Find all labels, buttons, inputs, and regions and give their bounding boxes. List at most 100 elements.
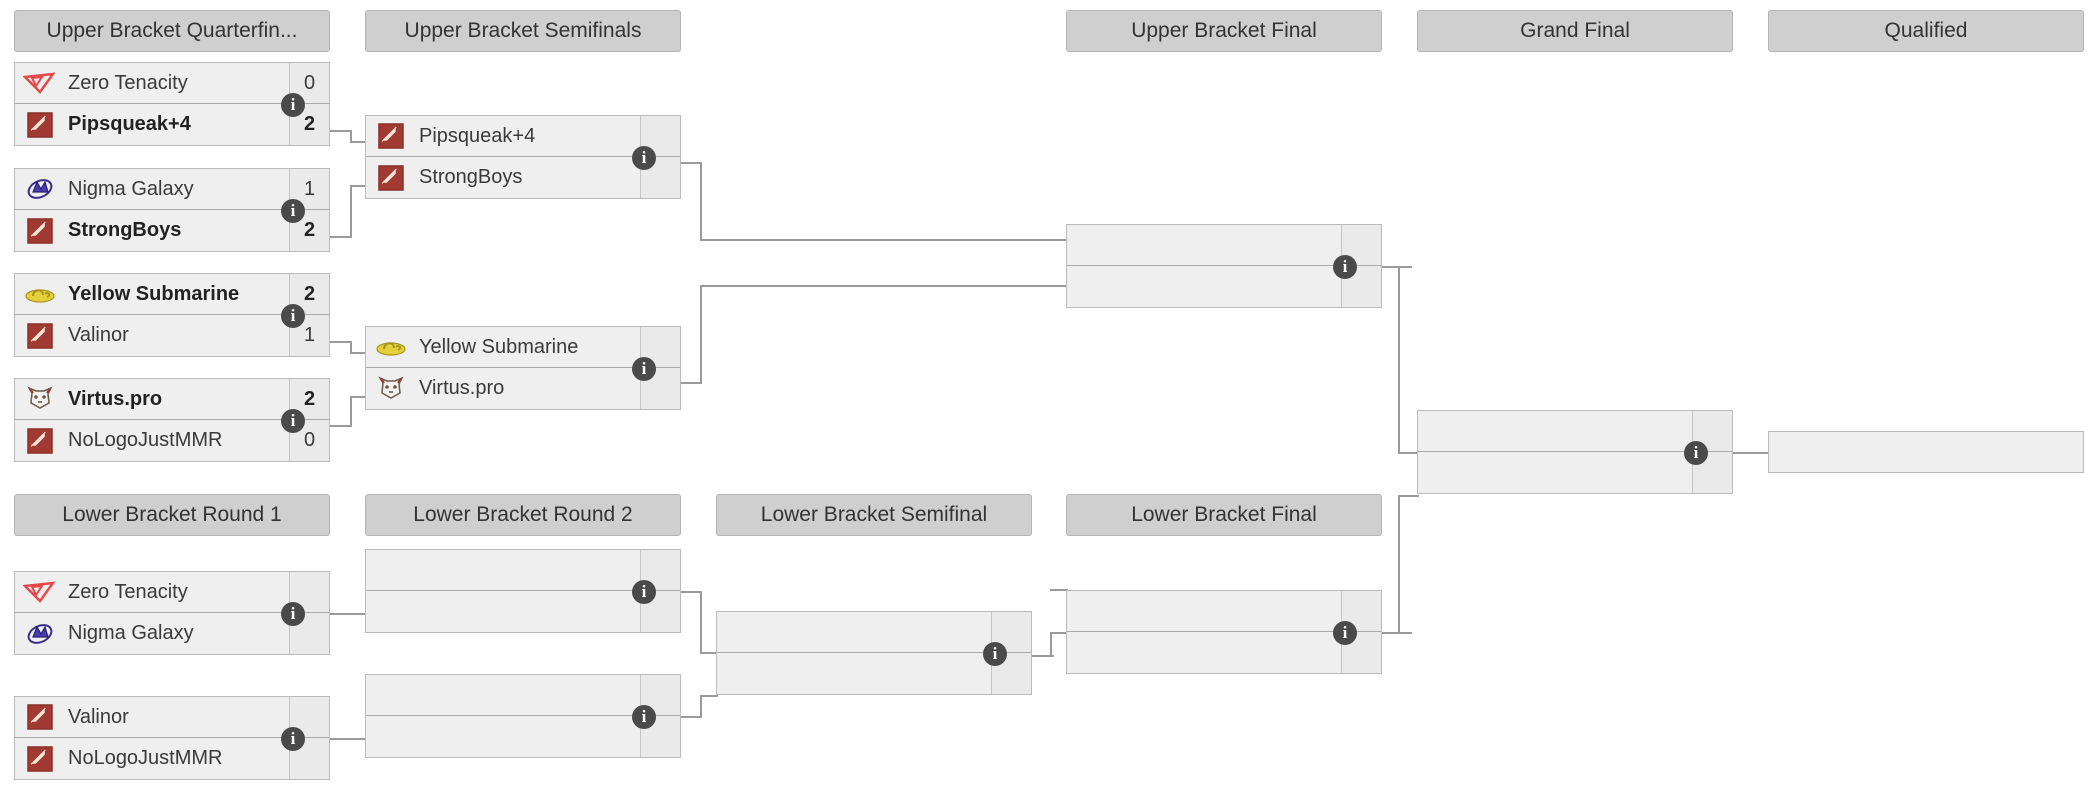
match-info-icon[interactable]: i — [281, 199, 305, 223]
team-name: Pipsqueak+4 — [68, 113, 191, 135]
match-info-icon[interactable]: i — [632, 705, 656, 729]
round-header-upper-bracket-semifinals[interactable]: Upper Bracket Semifinals — [365, 10, 681, 52]
dota-default-logo-icon — [22, 216, 58, 246]
connector — [700, 239, 1068, 241]
dota-default-logo-icon — [22, 110, 58, 140]
team-name: Zero Tenacity — [68, 580, 188, 603]
connector — [1050, 589, 1068, 591]
dota-default-logo-icon — [22, 702, 58, 732]
qualified-opponent[interactable] — [1769, 432, 2083, 472]
match-info-icon[interactable]: i — [632, 357, 656, 381]
round-header-lower-bracket-final[interactable]: Lower Bracket Final — [1066, 494, 1382, 536]
virtus-pro-logo-icon — [22, 384, 58, 414]
round-header-qualified[interactable]: Qualified — [1768, 10, 2084, 52]
team-name: Valinor — [68, 324, 129, 346]
match-info-icon[interactable]: i — [1333, 621, 1357, 645]
match-info-icon[interactable]: i — [1333, 255, 1357, 279]
match-ub-quarterfinal-1[interactable]: Zero Tenacity 0 Pipsqueak+4 2 i — [14, 62, 330, 146]
connector — [1398, 495, 1419, 497]
connector — [1050, 632, 1068, 634]
match-info-icon[interactable]: i — [632, 580, 656, 604]
connector — [1382, 632, 1412, 634]
connector — [350, 185, 367, 187]
connector — [350, 352, 367, 354]
match-ub-quarterfinal-3[interactable]: Yellow Submarine 2 Valinor 1 i — [14, 273, 330, 357]
match-opponent-bottom[interactable]: StrongBoys — [366, 157, 680, 198]
match-lb-final[interactable]: i — [1066, 590, 1382, 674]
yellow-submarine-logo-icon — [22, 279, 58, 309]
match-lb-round2-1[interactable]: i — [365, 549, 681, 633]
match-ub-semifinal-1[interactable]: Pipsqueak+4 StrongBoys i — [365, 115, 681, 199]
connector — [681, 716, 702, 718]
match-info-icon[interactable]: i — [281, 93, 305, 117]
round-header-lower-bracket-round-2[interactable]: Lower Bracket Round 2 — [365, 494, 681, 536]
match-lb-round1-2[interactable]: Valinor NoLogoJustMMR i — [14, 696, 330, 780]
match-lb-round1-1[interactable]: Zero Tenacity Nigma Galaxy i — [14, 571, 330, 655]
zero-tenacity-logo-icon — [22, 68, 58, 98]
match-lb-round2-2[interactable]: i — [365, 674, 681, 758]
connector — [330, 341, 352, 343]
connector — [700, 695, 718, 697]
connector — [350, 396, 367, 398]
connector — [700, 695, 702, 718]
match-ub-final[interactable]: i — [1066, 224, 1382, 308]
dota-default-logo-icon — [22, 426, 58, 456]
match-info-icon[interactable]: i — [632, 146, 656, 170]
round-header-upper-bracket-quarterfinals[interactable]: Upper Bracket Quarterfin... — [14, 10, 330, 52]
team-name: Pipsqueak+4 — [419, 124, 536, 147]
connector — [350, 396, 352, 427]
team-name: Yellow Submarine — [419, 335, 579, 358]
team-name: Virtus.pro — [68, 387, 163, 410]
zero-tenacity-logo-icon — [22, 577, 58, 607]
connector — [350, 130, 352, 142]
connector — [1382, 266, 1412, 268]
dota-default-logo-icon — [373, 163, 409, 193]
match-info-icon[interactable]: i — [281, 727, 305, 751]
connector — [1032, 655, 1054, 657]
dota-default-logo-icon — [373, 121, 409, 151]
connector — [700, 162, 702, 240]
match-ub-quarterfinal-2[interactable]: Nigma Galaxy 1 StrongBoys 2 i — [14, 168, 330, 252]
virtus-pro-logo-icon — [373, 374, 409, 404]
connector — [681, 591, 702, 593]
yellow-submarine-logo-icon — [373, 332, 409, 362]
connector — [700, 285, 1068, 287]
slot-qualified[interactable] — [1768, 431, 2084, 473]
match-opponent-bottom[interactable]: StrongBoys 2 — [15, 210, 329, 251]
team-name: Yellow Submarine — [68, 282, 240, 305]
match-info-icon[interactable]: i — [281, 602, 305, 626]
team-name: Virtus.pro — [419, 377, 505, 399]
team-name: Nigma Galaxy — [68, 622, 194, 644]
team-name: Valinor — [68, 705, 129, 728]
dota-default-logo-icon — [22, 321, 58, 351]
connector — [681, 382, 702, 384]
connector — [330, 613, 367, 615]
nigma-galaxy-logo-icon — [22, 619, 58, 649]
connector — [330, 236, 352, 238]
team-name: Zero Tenacity — [68, 71, 188, 94]
round-header-upper-bracket-final[interactable]: Upper Bracket Final — [1066, 10, 1382, 52]
round-header-grand-final[interactable]: Grand Final — [1417, 10, 1733, 52]
match-opponent-top[interactable] — [717, 612, 1031, 653]
round-header-lower-bracket-round-1[interactable]: Lower Bracket Round 1 — [14, 494, 330, 536]
connector — [330, 130, 352, 132]
match-ub-semifinal-2[interactable]: Yellow Submarine Virtus.pro i — [365, 326, 681, 410]
team-name: NoLogoJustMMR — [68, 747, 223, 769]
match-lb-semifinal[interactable]: i — [716, 611, 1032, 695]
round-header-lower-bracket-semifinal[interactable]: Lower Bracket Semifinal — [716, 494, 1032, 536]
connector — [1398, 266, 1400, 453]
team-name: StrongBoys — [68, 219, 182, 241]
match-grand-final[interactable]: i — [1417, 410, 1733, 494]
match-info-icon[interactable]: i — [1684, 441, 1708, 465]
match-info-icon[interactable]: i — [281, 304, 305, 328]
match-opponent-top[interactable]: Nigma Galaxy 1 — [15, 169, 329, 210]
connector — [700, 285, 702, 384]
connector — [1398, 452, 1419, 454]
match-info-icon[interactable]: i — [983, 642, 1007, 666]
connector — [1050, 632, 1052, 657]
match-info-icon[interactable]: i — [281, 409, 305, 433]
match-ub-quarterfinal-4[interactable]: Virtus.pro 2 NoLogoJustMMR 0 i — [14, 378, 330, 462]
connector — [330, 425, 352, 427]
connector — [350, 185, 352, 238]
connector — [681, 162, 702, 164]
